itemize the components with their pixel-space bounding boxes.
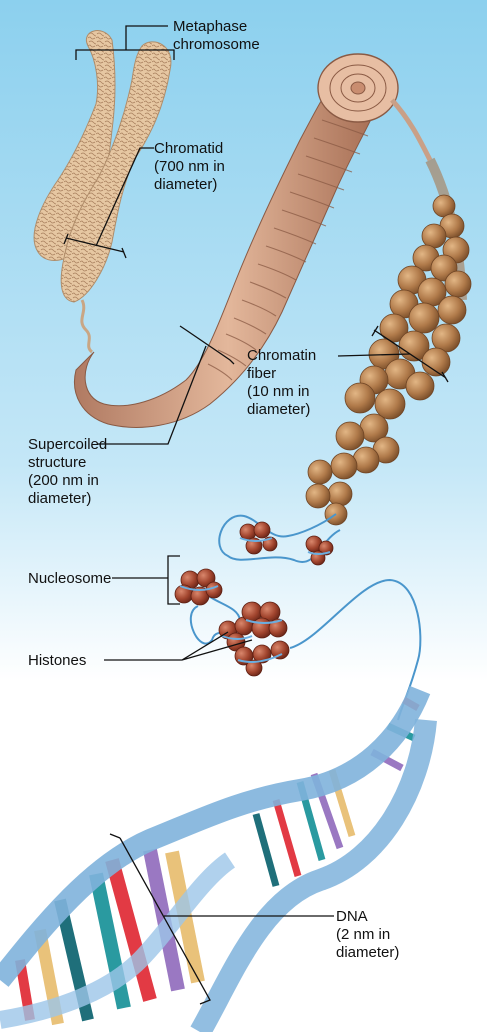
label-metaphase-chromosome: Metaphase chromosome [173, 18, 260, 54]
label-histones: Histones [28, 652, 86, 670]
label-nucleosome: Nucleosome [28, 570, 111, 588]
label-supercoiled-structure: Supercoiled structure (200 nm in diamete… [28, 436, 107, 508]
label-dna: DNA (2 nm in diameter) [336, 908, 399, 962]
label-chromatid: Chromatid (700 nm in diameter) [154, 140, 225, 194]
label-chromatin-fiber: Chromatin fiber (10 nm in diameter) [247, 347, 316, 419]
